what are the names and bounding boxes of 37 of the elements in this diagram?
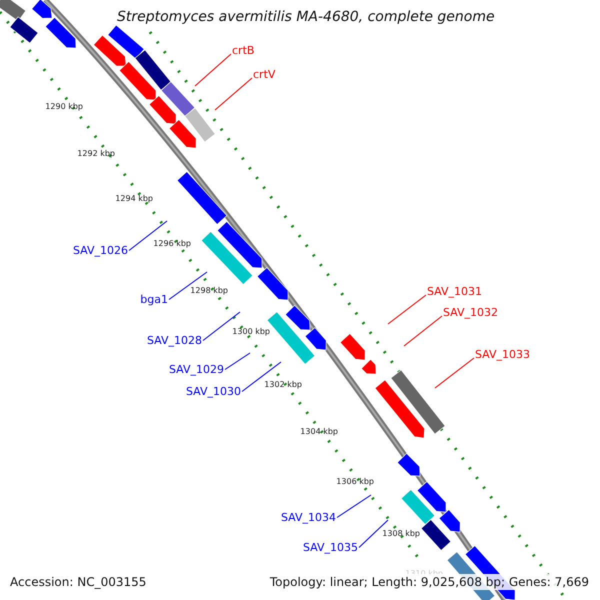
scale-label: 1302 kbp xyxy=(264,381,302,389)
gene-label: SAV_1026 xyxy=(72,245,128,256)
leader-line xyxy=(202,312,240,341)
gene-label: SAV_1028 xyxy=(146,335,202,346)
leader-line xyxy=(358,520,388,548)
gene-label: SAV_1030 xyxy=(186,386,241,397)
gene-label: SAV_1033 xyxy=(475,349,530,360)
leader-line xyxy=(336,494,372,518)
title: Streptomyces avermitilis MA-4680, complete genome xyxy=(117,10,495,24)
gene-label: SAV_1032 xyxy=(443,307,498,318)
scale-label: 1308 kbp xyxy=(382,530,420,538)
scale-label: 1306 kbp xyxy=(336,478,374,486)
gene-label: crtB xyxy=(232,45,254,56)
scale-label: 1300 kbp xyxy=(232,328,270,336)
scale-label: 1298 kbp xyxy=(190,287,228,295)
scale-label: 1292 kbp xyxy=(77,150,115,158)
gene-label: bga1 xyxy=(140,294,168,305)
leader-line xyxy=(214,78,252,110)
scale-label: 1294 kbp xyxy=(115,195,153,203)
footer-text: Topology: linear; Length: 9,025,608 bp; Genes: 7,669 xyxy=(268,574,591,590)
leader-line xyxy=(128,220,168,251)
gene-label: crtV xyxy=(253,69,276,80)
scale-label: 1296 kbp xyxy=(153,240,191,248)
scale-label: 1290 kbp xyxy=(45,103,83,111)
leader-line xyxy=(388,294,426,324)
gene-label: SAV_1031 xyxy=(427,286,482,297)
leader-line xyxy=(168,272,208,300)
leader-line xyxy=(242,362,282,392)
gene-label: SAV_1034 xyxy=(280,512,336,523)
leader-line xyxy=(224,352,250,370)
leader-line xyxy=(434,358,474,388)
footer-text: Accession: NC_003155 xyxy=(8,574,148,590)
gene-label: SAV_1029 xyxy=(168,364,224,375)
gene-label: SAV_1035 xyxy=(302,542,358,553)
leader-line xyxy=(404,316,442,346)
scale-label: 1304 kbp xyxy=(300,428,338,436)
leader-line xyxy=(194,54,232,86)
